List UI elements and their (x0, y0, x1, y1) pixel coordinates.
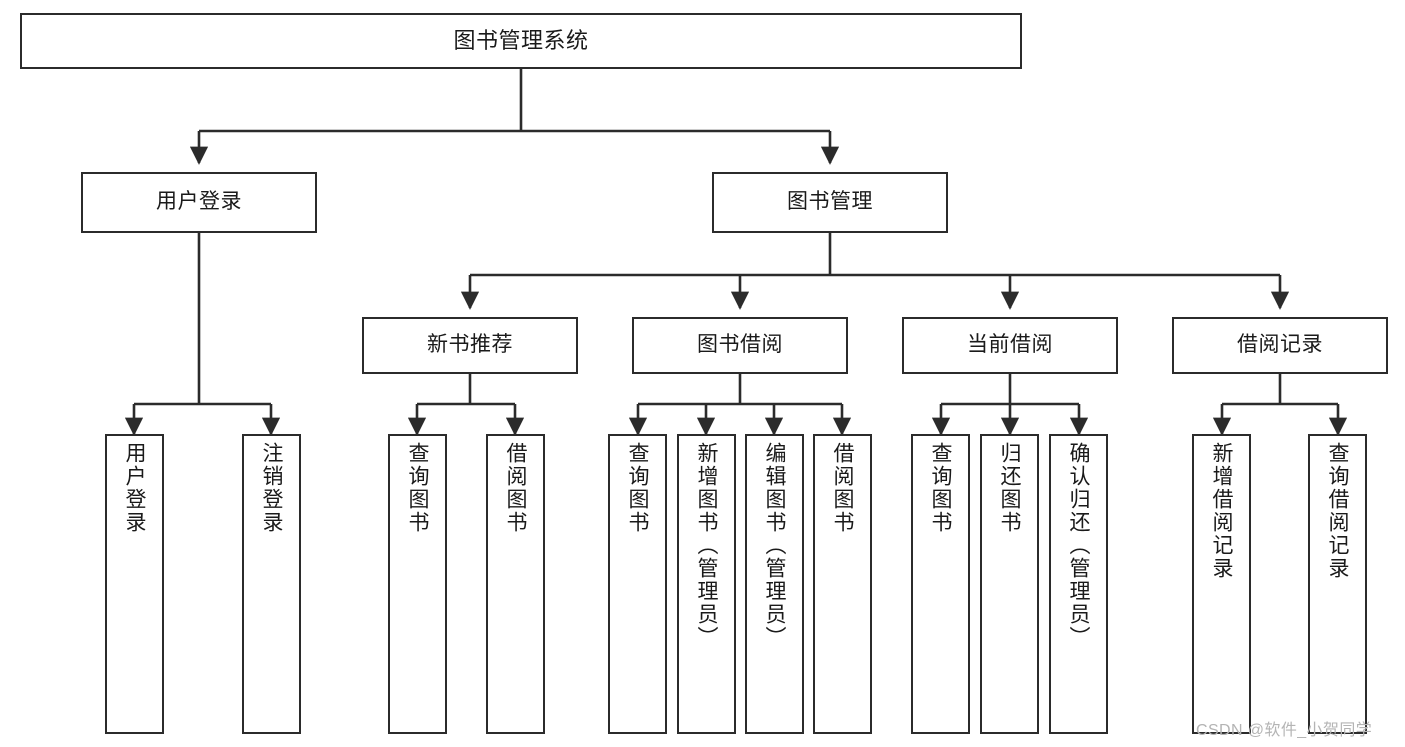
node-label: 新书推荐 (427, 333, 513, 357)
node-book-management[interactable]: 图书管理 (712, 172, 948, 233)
leaf-edit-book-admin[interactable]: 编辑图书（管理员） (745, 434, 804, 734)
node-label: 归还图书 (998, 442, 1021, 534)
leaf-confirm-return-admin[interactable]: 确认归还（管理员） (1049, 434, 1108, 734)
csdn-watermark: CSDN @软件_小贺同学 (1196, 722, 1373, 739)
node-new-book-recommend[interactable]: 新书推荐 (362, 317, 578, 374)
node-label: 当前借阅 (967, 333, 1053, 357)
node-label: 借阅图书 (831, 442, 854, 534)
node-label: 编辑图书（管理员） (763, 442, 786, 649)
node-book-borrow[interactable]: 图书借阅 (632, 317, 848, 374)
node-label: 用户登录 (156, 190, 242, 214)
node-label: 图书借阅 (697, 333, 783, 357)
node-label: 借阅图书 (504, 442, 527, 534)
leaf-borrow-book[interactable]: 借阅图书 (813, 434, 872, 734)
node-label: 查询图书 (626, 442, 649, 534)
node-root-book-management-system[interactable]: 图书管理系统 (20, 13, 1022, 69)
node-label: 新增借阅记录 (1210, 442, 1233, 580)
node-current-borrow[interactable]: 当前借阅 (902, 317, 1118, 374)
node-label: 用户登录 (123, 442, 146, 534)
node-label: 新增图书（管理员） (695, 442, 718, 649)
node-label: 查询借阅记录 (1326, 442, 1349, 580)
leaf-user-login[interactable]: 用户登录 (105, 434, 164, 734)
leaf-return-book[interactable]: 归还图书 (980, 434, 1039, 734)
node-label: 借阅记录 (1237, 333, 1323, 357)
node-borrow-record[interactable]: 借阅记录 (1172, 317, 1388, 374)
node-label: 查询图书 (929, 442, 952, 534)
node-user-login[interactable]: 用户登录 (81, 172, 317, 233)
node-label: 注销登录 (260, 442, 283, 534)
leaf-query-book-borrow[interactable]: 查询图书 (608, 434, 667, 734)
node-label: 图书管理系统 (453, 28, 589, 54)
leaf-logout[interactable]: 注销登录 (242, 434, 301, 734)
leaf-borrow-book-recommend[interactable]: 借阅图书 (486, 434, 545, 734)
node-label: 图书管理 (787, 190, 873, 214)
node-label: 查询图书 (406, 442, 429, 534)
leaf-add-book-admin[interactable]: 新增图书（管理员） (677, 434, 736, 734)
node-label: 确认归还（管理员） (1067, 442, 1090, 649)
leaf-query-book-current[interactable]: 查询图书 (911, 434, 970, 734)
leaf-query-book-recommend[interactable]: 查询图书 (388, 434, 447, 734)
leaf-add-borrow-record[interactable]: 新增借阅记录 (1192, 434, 1251, 734)
leaf-query-borrow-record[interactable]: 查询借阅记录 (1308, 434, 1367, 734)
